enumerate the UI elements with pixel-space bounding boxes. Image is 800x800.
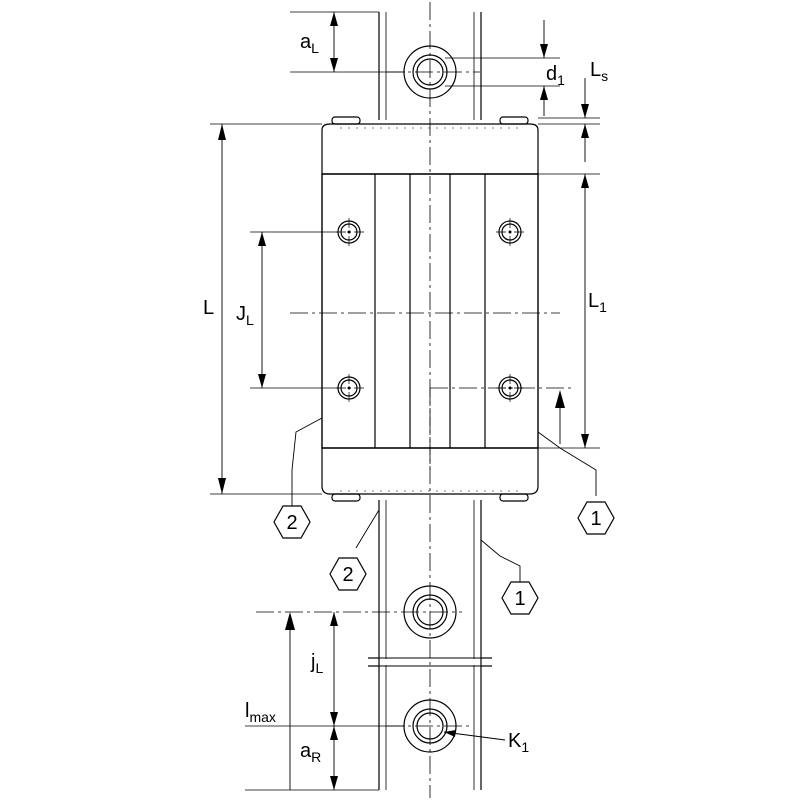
- label-K1: K1: [508, 730, 529, 755]
- extension-lines: [210, 11, 600, 791]
- label-aR: aR: [300, 740, 321, 765]
- label-lmax: lmax: [245, 700, 276, 725]
- label-d1: d1: [546, 63, 565, 88]
- label-JL: JL: [236, 303, 254, 328]
- callout-2-rail: [329, 557, 367, 591]
- callout-1-block-number: 1: [590, 508, 601, 530]
- label-Ls: Ls: [590, 59, 608, 84]
- callout-2-block: [273, 505, 311, 539]
- label-L: L: [203, 297, 214, 319]
- callout-1-block: [577, 501, 615, 535]
- callout-1-rail-number: 1: [514, 588, 525, 610]
- label-L1: L1: [588, 290, 607, 315]
- carriage-block: [321, 116, 539, 502]
- callout-2-block-number: 2: [286, 512, 297, 534]
- arrowheads: [218, 12, 589, 790]
- center-lines: [256, 2, 575, 798]
- callout-2-rail-number: 2: [342, 564, 353, 586]
- label-jL: jL: [310, 651, 323, 676]
- dimension-lines: [221, 12, 586, 790]
- label-aL: aL: [300, 31, 319, 56]
- callout-1-rail: [501, 581, 539, 615]
